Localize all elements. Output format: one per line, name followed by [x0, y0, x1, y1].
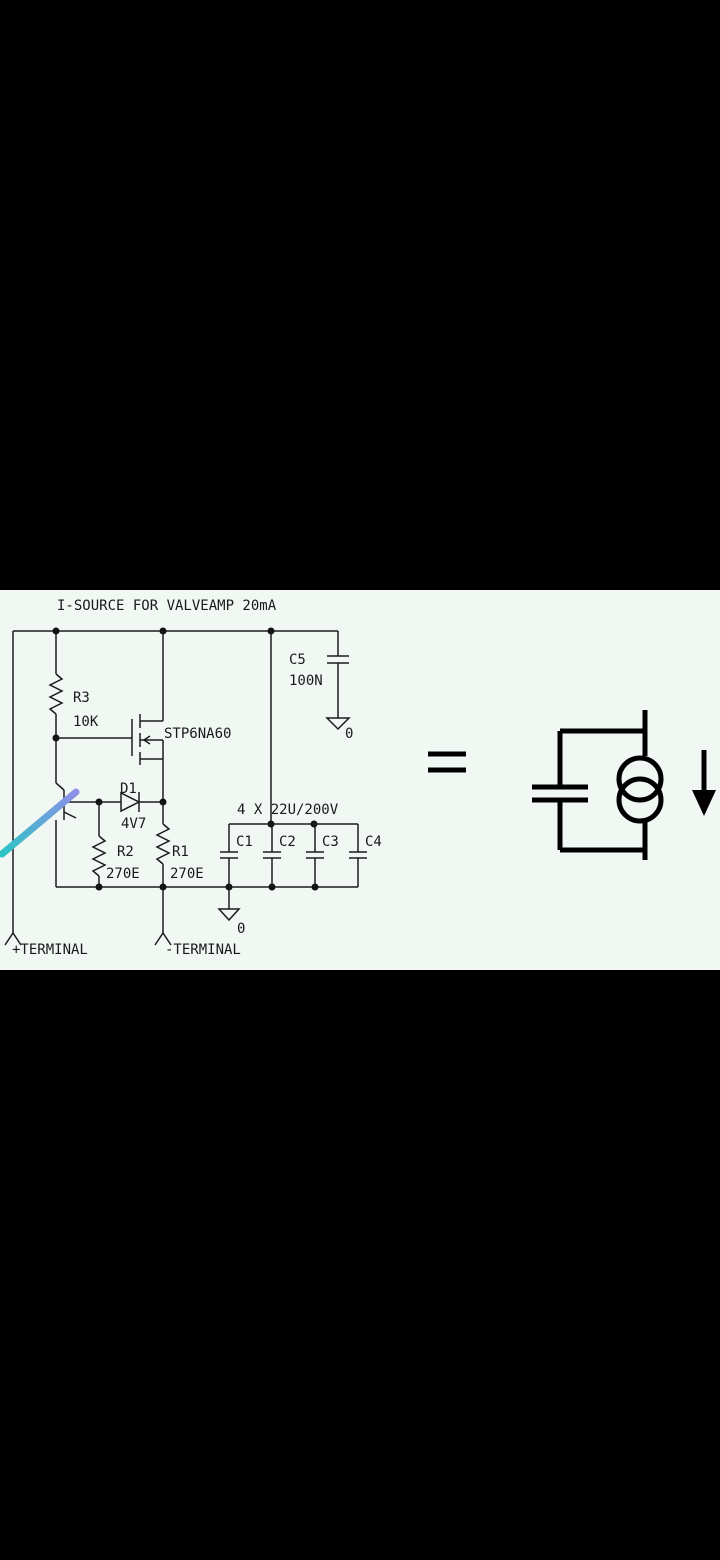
transistor-bjt — [55, 738, 103, 887]
cap-bank-label: 4 X 22U/200V — [237, 802, 339, 818]
positive-terminal-label: +TERMINAL — [12, 942, 88, 958]
c5-ground-label: 0 — [345, 726, 353, 742]
cap-c1-label: C1 — [236, 834, 253, 850]
bottom-rail — [56, 883, 358, 933]
c5-value: 100N — [289, 673, 323, 689]
mosfet-part: STP6NA60 — [164, 726, 231, 742]
viewer-top-area — [0, 0, 720, 590]
r1-ref: R1 — [172, 844, 189, 860]
terminals: +TERMINAL -TERMINAL — [4, 920, 241, 958]
r3-ref: R3 — [73, 690, 90, 706]
schematic-image[interactable]: I-SOURCE FOR VALVEAMP 20mA R3 10K — [0, 590, 720, 970]
down-arrow-icon — [692, 750, 716, 816]
r2-value: 270E — [106, 866, 140, 882]
d1-ref: D1 — [120, 781, 137, 797]
equals-sign — [428, 751, 466, 773]
resistor-r1: R1 270E — [155, 802, 204, 887]
cap-c2-label: C2 — [279, 834, 296, 850]
schematic-title: I-SOURCE FOR VALVEAMP 20mA — [57, 598, 277, 614]
c5-ref: C5 — [289, 652, 306, 668]
r3-value: 10K — [73, 714, 99, 730]
current-source-icon — [532, 710, 664, 860]
capacitor-c5: C5 100N 0 — [289, 631, 353, 742]
resistor-r3: R3 10K — [48, 631, 99, 742]
cap-c3-label: C3 — [322, 834, 339, 850]
capacitor-bank: 4 X 22U/200V C1 C2 C3 C4 0 — [217, 631, 382, 937]
bank-ground-label: 0 — [237, 921, 245, 937]
negative-terminal-label: -TERMINAL — [165, 942, 241, 958]
r1-value: 270E — [170, 866, 204, 882]
mosfet-stp6na60: STP6NA60 — [56, 631, 231, 802]
highlight-stroke — [0, 788, 80, 858]
diode-d1: D1 4V7 — [99, 781, 167, 832]
cap-c4-label: C4 — [365, 834, 382, 850]
d1-value: 4V7 — [121, 816, 146, 832]
viewer-bottom-area — [0, 970, 720, 1560]
r2-ref: R2 — [117, 844, 134, 860]
resistor-r2: R2 270E — [91, 802, 140, 887]
schematic-svg: I-SOURCE FOR VALVEAMP 20mA R3 10K — [0, 598, 716, 958]
